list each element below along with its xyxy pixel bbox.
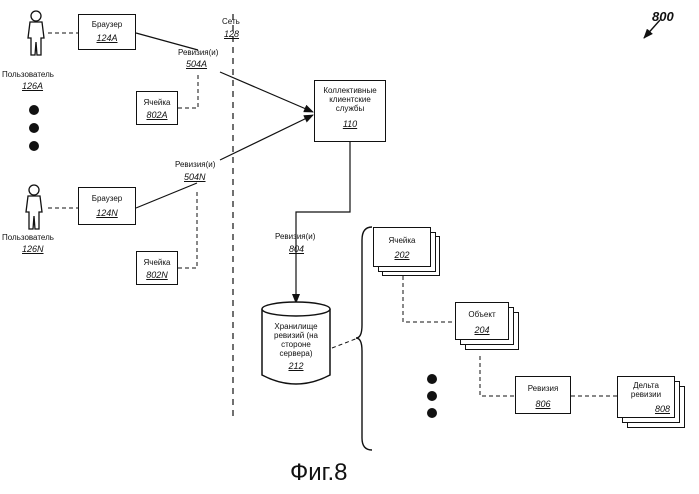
browser-a-ref: 124A bbox=[79, 33, 135, 43]
store-brace-link bbox=[332, 338, 358, 348]
user-a-ref: 126A bbox=[22, 81, 43, 91]
browser-n-ref: 124N bbox=[79, 208, 135, 218]
revision-a-arrow bbox=[220, 72, 313, 112]
delta-box: Дельта ревизии 808 bbox=[617, 376, 675, 418]
user-n-ref: 126N bbox=[22, 244, 44, 254]
revision-mid-label: Ревизия(и) bbox=[275, 232, 315, 242]
revision-n-ref: 504N bbox=[184, 172, 206, 182]
collaborative-services-box: Коллективные клиентские службы 110 bbox=[314, 80, 386, 142]
object-label: Объект bbox=[456, 310, 508, 320]
cell-object-link bbox=[403, 276, 455, 322]
user-n-icon bbox=[26, 185, 42, 229]
ellipsis-dot bbox=[427, 408, 437, 418]
revision-mid-ref: 804 bbox=[289, 244, 304, 254]
delta-ref: 808 bbox=[618, 404, 674, 414]
revision-label: Ревизия bbox=[516, 384, 570, 394]
object-box: Объект 204 bbox=[455, 302, 509, 340]
cell-a-revision-link bbox=[178, 75, 198, 108]
figure-caption: Фиг.8 bbox=[290, 459, 348, 487]
browser-n-box: Браузер 124N bbox=[78, 187, 136, 225]
user-n-label: Пользователь bbox=[2, 233, 54, 243]
revision-box: Ревизия 806 bbox=[515, 376, 571, 414]
figure-number: 800 bbox=[652, 9, 674, 24]
ellipsis-dot bbox=[29, 105, 39, 115]
services-ref: 110 bbox=[315, 119, 385, 129]
ellipsis-dot bbox=[29, 141, 39, 151]
browser-a-box: Браузер 124A bbox=[78, 14, 136, 50]
revision-n-arrow bbox=[220, 115, 313, 160]
browser-n-label: Браузер bbox=[79, 194, 135, 204]
ellipsis-dot bbox=[427, 374, 437, 384]
ellipsis-dot bbox=[29, 123, 39, 133]
revision-a-ref: 504A bbox=[186, 59, 207, 69]
cell-a-box: Ячейка 802A bbox=[136, 91, 178, 125]
cell-label: Ячейка bbox=[374, 236, 430, 246]
cell-a-ref: 802A bbox=[137, 110, 177, 120]
delta-line2: ревизии bbox=[618, 390, 674, 400]
network-label: Сеть bbox=[222, 17, 240, 27]
services-store-arrow bbox=[296, 141, 350, 303]
services-line3: службы bbox=[315, 104, 385, 114]
user-a-label: Пользователь bbox=[2, 70, 54, 80]
object-revision-link bbox=[480, 356, 515, 396]
cell-n-ref: 802N bbox=[137, 270, 177, 280]
browser-a-label: Браузер bbox=[79, 20, 135, 30]
revision-n-label: Ревизия(и) bbox=[175, 160, 215, 170]
revision-a-label: Ревизия(и) bbox=[178, 48, 218, 58]
browser-n-revision-link bbox=[136, 183, 197, 208]
cell-box: Ячейка 202 bbox=[373, 227, 431, 267]
object-ref: 204 bbox=[456, 325, 508, 335]
cell-ref: 202 bbox=[374, 250, 430, 260]
network-ref: 128 bbox=[224, 29, 239, 39]
ellipsis-dot bbox=[427, 391, 437, 401]
grouping-brace bbox=[356, 227, 372, 450]
user-a-icon bbox=[28, 11, 44, 55]
cell-n-revision-link bbox=[178, 190, 197, 268]
cell-a-label: Ячейка bbox=[137, 98, 177, 108]
cell-n-box: Ячейка 802N bbox=[136, 251, 178, 285]
store-ref: 212 bbox=[262, 361, 330, 371]
cell-n-label: Ячейка bbox=[137, 258, 177, 268]
revision-ref: 806 bbox=[516, 399, 570, 409]
store-line4: сервера) bbox=[262, 349, 330, 359]
